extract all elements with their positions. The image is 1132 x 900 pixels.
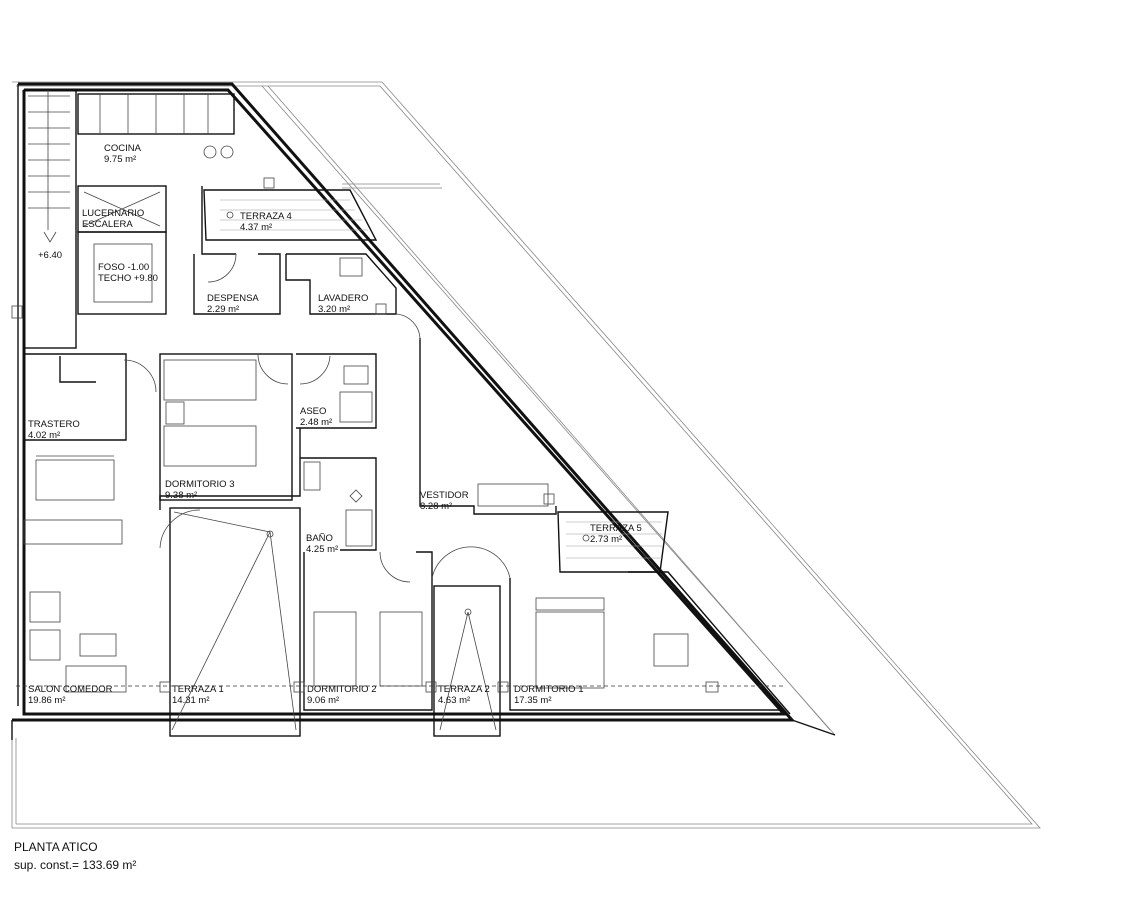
room-area: 4.63 m²: [438, 695, 470, 706]
kitchen-walls: [77, 93, 275, 315]
bedroom-1-walls: [395, 313, 791, 715]
room-name: LUCERNARIO: [82, 208, 144, 219]
plan-title: PLANTA ATICO: [14, 840, 98, 854]
room-area: ESCALERA: [82, 219, 133, 230]
room-name: FOSO -1.00: [98, 262, 149, 273]
room-name: DORMITORIO 1: [514, 684, 584, 695]
room-label-salon: SALON COMEDOR 19.86 m²: [28, 684, 113, 706]
room-name: LAVADERO: [318, 293, 368, 304]
interior-walls: [24, 353, 377, 551]
room-label-terraza5: TERRAZA 5 2.73 m²: [590, 523, 642, 545]
room-area: 4.25 m²: [306, 544, 338, 555]
room-label-cocina: COCINA 9.75 m²: [104, 143, 142, 165]
room-name: VESTIDOR: [420, 490, 469, 501]
room-label-dormitorio3: DORMITORIO 3 9.38 m²: [165, 479, 235, 501]
room-area: 19.86 m²: [28, 695, 66, 706]
terrace-boundary-line: [16, 681, 784, 693]
room-area: 14.31 m²: [172, 695, 210, 706]
room-area: 2.29 m²: [207, 304, 239, 315]
room-area: 8.28 m²: [420, 501, 452, 512]
room-label-dormitorio1: DORMITORIO 1 17.35 m²: [514, 684, 584, 706]
room-area: 9.38 m²: [165, 490, 197, 501]
room-name: DORMITORIO 2: [307, 684, 377, 695]
roof-slab-outline: [11, 81, 1041, 829]
room-area: 4.37 m²: [240, 222, 272, 233]
room-area: 9.06 m²: [307, 695, 339, 706]
terrace-2-outline: [431, 546, 511, 737]
room-label-despensa: DESPENSA 2.29 m²: [207, 293, 259, 315]
room-area: 3.20 m²: [318, 304, 350, 315]
exterior-walls: [11, 82, 836, 740]
service-rooms: [193, 253, 397, 315]
room-area: 2.73 m²: [590, 534, 622, 545]
room-name: TERRAZA 2: [438, 684, 490, 695]
level-mark: +6.40: [38, 250, 62, 261]
room-name: TERRAZA 4: [240, 211, 292, 222]
room-name: SALON COMEDOR: [28, 684, 113, 695]
room-label-terraza4: TERRAZA 4 4.37 m²: [240, 211, 292, 233]
plan-subtitle: sup. const.= 133.69 m²: [14, 858, 137, 872]
room-name: TRASTERO: [28, 419, 80, 430]
room-area: 4.02 m²: [28, 430, 60, 441]
room-label-lucernario: LUCERNARIO ESCALERA: [82, 208, 144, 230]
room-name: COCINA: [104, 143, 142, 154]
room-label-lavadero: LAVADERO 3.20 m²: [318, 293, 368, 315]
room-label-bano: BAÑO 4.25 m²: [306, 533, 338, 555]
terrace-4-outline: [203, 189, 378, 241]
staircase: [11, 89, 77, 349]
room-name: TERRAZA 5: [590, 523, 642, 534]
room-label-vestidor: VESTIDOR 8.28 m²: [420, 490, 469, 512]
room-area: TECHO +9.80: [98, 273, 158, 284]
living-room-furniture: [23, 455, 127, 693]
room-area: 2.48 m²: [300, 417, 332, 428]
room-name: ASEO: [300, 406, 326, 417]
terrace-1-outline: [159, 507, 301, 737]
room-label-terraza1: TERRAZA 1 14.31 m²: [172, 684, 224, 706]
room-label-terraza2: TERRAZA 2 4.63 m²: [438, 684, 490, 706]
room-area: 9.75 m²: [104, 154, 136, 165]
room-label-dormitorio2: DORMITORIO 2 9.06 m²: [307, 684, 377, 706]
room-name: DORMITORIO 3: [165, 479, 235, 490]
room-label-foso: FOSO -1.00 TECHO +9.80: [98, 262, 158, 284]
room-name: DESPENSA: [207, 293, 259, 304]
room-label-aseo: ASEO 2.48 m²: [300, 406, 332, 428]
room-area: 17.35 m²: [514, 695, 552, 706]
room-name: TERRAZA 1: [172, 684, 224, 695]
room-name: BAÑO: [306, 533, 333, 544]
room-label-trastero: TRASTERO 4.02 m²: [28, 419, 80, 441]
